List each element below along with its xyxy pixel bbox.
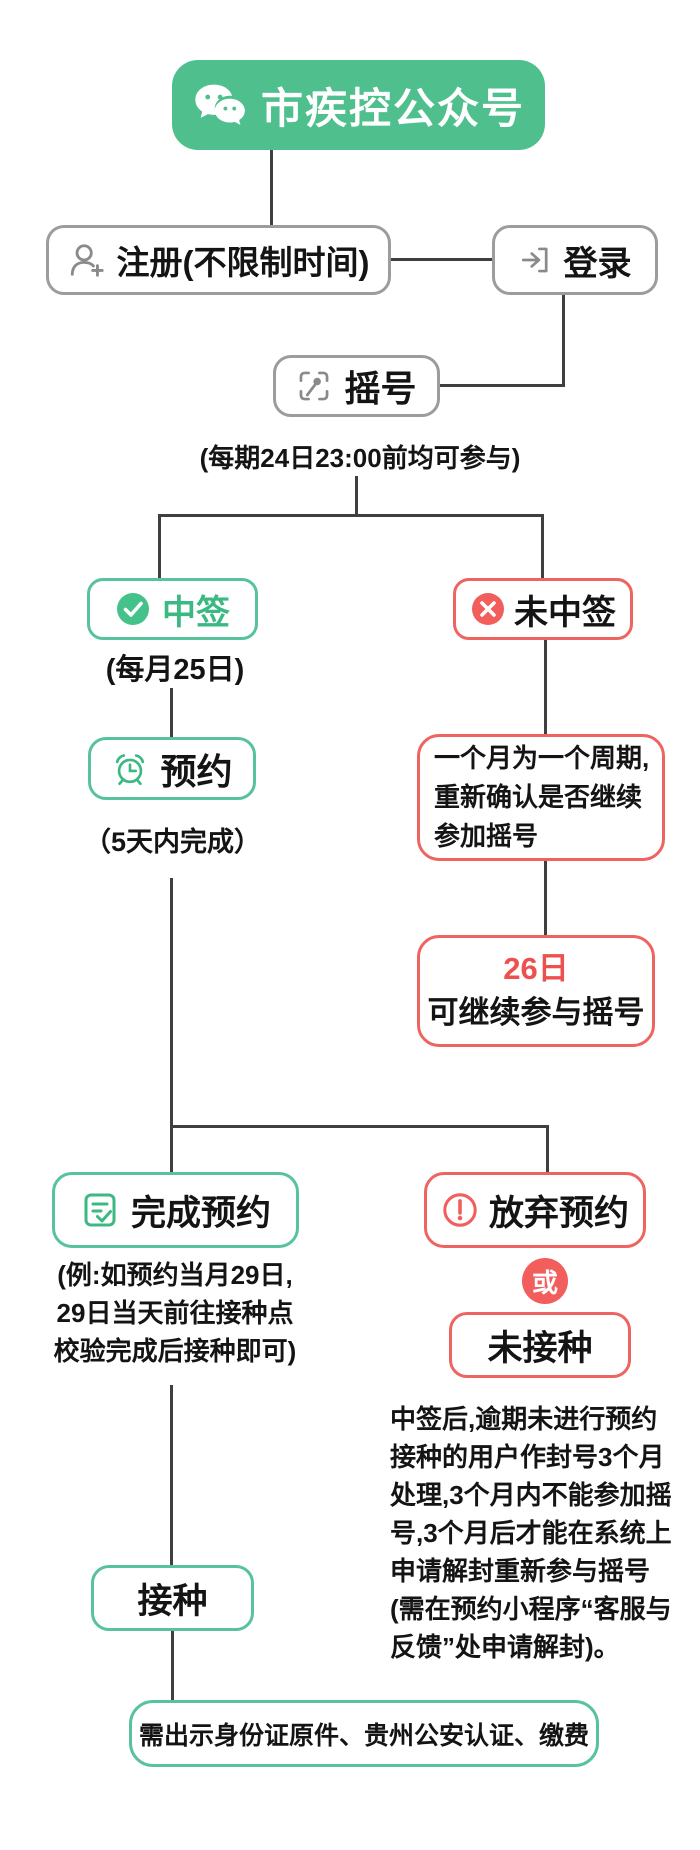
connector-line	[544, 861, 547, 935]
won-caption: (每月25日)	[105, 654, 245, 686]
login-arrow-icon	[519, 243, 553, 277]
connector-line	[544, 640, 547, 734]
connector-line	[170, 1125, 173, 1172]
cycle-note-line: 重新确认是否继续	[434, 782, 643, 812]
penalty-note-line: 号,3个月后才能在系统上	[390, 1518, 672, 1548]
penalty-note-line: 接种的用户作封号3个月	[390, 1442, 665, 1472]
header-box: 市疾控公众号	[172, 60, 545, 150]
reserve-caption: （5天内完成）	[83, 827, 262, 857]
lottery-label: 摇号	[344, 368, 417, 409]
reserve-node: 预约	[88, 737, 256, 800]
reserve-label: 预约	[160, 750, 233, 792]
cycle-note-box: 一个月为一个周期, 重新确认是否继续 参加摇号	[417, 734, 665, 861]
alarm-clock-icon	[111, 750, 149, 788]
connector-line	[541, 514, 544, 578]
penalty-note-line: (需在预约小程序“客服与	[390, 1594, 672, 1624]
login-node: 登录	[492, 225, 658, 295]
not-won-node: 未中签	[453, 578, 633, 640]
connector-line	[355, 476, 358, 516]
lottery-caption: (每期24日23:00前均可参与)	[199, 443, 521, 473]
not-vaccinated-node: 未接种	[449, 1312, 631, 1378]
complete-caption-line: (例:如预约当月29日,	[57, 1260, 293, 1290]
register-label: 注册(不限制时间)	[116, 244, 370, 281]
login-label: 登录	[563, 244, 632, 283]
complete-caption: (例:如预约当月29日, 29日当天前往接种点 校验完成后接种即可)	[15, 1256, 335, 1370]
checklist-icon	[80, 1190, 120, 1230]
connector-line	[270, 150, 273, 225]
penalty-note-line: 反馈”处申请解封)。	[390, 1632, 620, 1662]
connector-line	[170, 688, 173, 737]
connector-line	[170, 1385, 173, 1565]
cycle-note-line: 一个月为一个周期,	[434, 743, 650, 773]
connector-line	[158, 514, 544, 517]
won-node: 中签	[87, 578, 258, 640]
day26-date: 26日	[503, 951, 569, 986]
day26-box: 26日 可继续参与摇号	[417, 935, 655, 1047]
register-node: 注册(不限制时间)	[46, 225, 391, 295]
day26-label: 可继续参与摇号	[427, 995, 645, 1030]
cycle-note-line: 参加摇号	[434, 821, 539, 851]
complete-caption-line: 29日当天前往接种点	[56, 1298, 294, 1328]
abandon-node: 放弃预约	[424, 1172, 646, 1248]
complete-caption-line: 校验完成后接种即可)	[53, 1336, 297, 1366]
abandon-label: 放弃预约	[488, 1193, 629, 1233]
connector-line	[546, 1125, 549, 1172]
or-badge: 或	[522, 1258, 568, 1304]
connector-line	[562, 295, 565, 387]
connector-line	[391, 258, 492, 261]
penalty-note-line: 申请解封重新参与摇号	[390, 1556, 651, 1586]
x-circle-icon	[470, 591, 506, 627]
connector-line	[170, 1125, 549, 1128]
exclamation-circle-icon	[441, 1191, 479, 1229]
connector-line	[170, 878, 173, 1128]
lottery-pin-icon	[296, 368, 332, 404]
header-title: 市疾控公众号	[260, 84, 525, 132]
complete-node: 完成预约	[52, 1172, 299, 1248]
requirements-box: 需出示身份证原件、贵州公安认证、缴费	[129, 1700, 599, 1767]
connector-line	[440, 384, 565, 387]
penalty-note: 中签后,逾期未进行预约 接种的用户作封号3个月 处理,3个月内不能参加摇 号,3…	[390, 1400, 698, 1666]
penalty-note-line: 中签后,逾期未进行预约	[390, 1404, 658, 1434]
lottery-node: 摇号	[273, 355, 440, 417]
complete-label: 完成预约	[130, 1193, 271, 1233]
wechat-icon	[192, 82, 250, 128]
connector-line	[158, 514, 161, 578]
vaccinate-node: 接种	[91, 1565, 254, 1631]
check-circle-icon	[115, 591, 151, 627]
person-add-icon	[68, 241, 106, 279]
connector-line	[171, 1631, 174, 1700]
not-won-label: 未中签	[514, 593, 616, 632]
won-label: 中签	[162, 593, 230, 632]
penalty-note-line: 处理,3个月内不能参加摇	[390, 1480, 672, 1510]
